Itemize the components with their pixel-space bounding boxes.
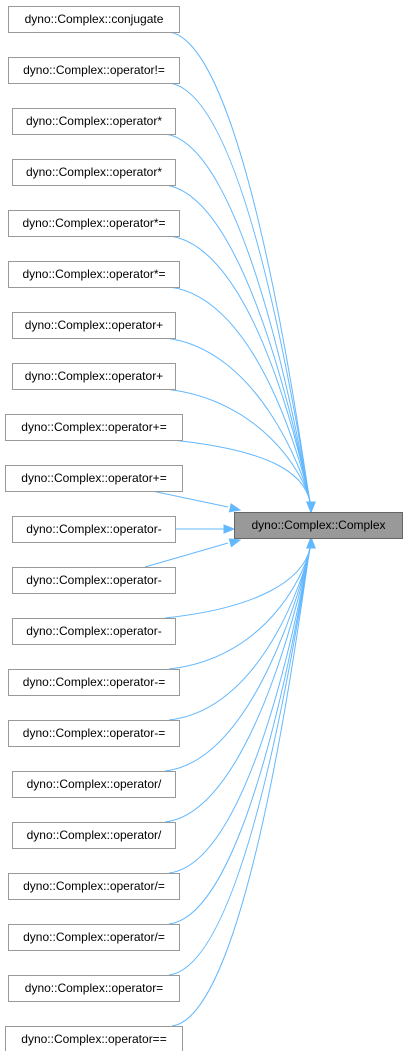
call-edge (168, 547, 311, 721)
node-label: dyno::Complex::operator- (26, 573, 161, 587)
call-edge (168, 547, 311, 925)
node-label: dyno::Complex::operator/ (27, 828, 162, 842)
caller-node[interactable]: dyno::Complex::operator+ (12, 312, 176, 339)
arrowhead (228, 503, 242, 513)
caller-node[interactable]: dyno::Complex::operator/= (8, 873, 180, 900)
caller-node[interactable]: dyno::Complex::operator/= (8, 924, 180, 951)
node-box (8, 210, 180, 237)
caller-node[interactable]: dyno::Complex::operator*= (8, 210, 180, 237)
node-box (12, 312, 176, 339)
node-box (8, 261, 180, 288)
call-edge (168, 31, 311, 503)
call-edge (168, 547, 311, 874)
call-edge (144, 542, 229, 568)
caller-node[interactable]: dyno::Complex::operator== (5, 1026, 183, 1051)
call-edge (164, 337, 311, 503)
node-box (5, 465, 183, 492)
node-label: dyno::Complex::operator+= (21, 471, 166, 485)
caller-node[interactable]: dyno::Complex::operator* (12, 108, 176, 135)
call-edge (171, 547, 311, 1027)
call-edge (164, 184, 311, 503)
node-box (12, 108, 176, 135)
call-edge (168, 547, 311, 670)
node-label: dyno::Complex::operator!= (23, 63, 165, 77)
node-box (8, 57, 180, 84)
call-edge (168, 82, 311, 503)
caller-node[interactable]: dyno::Complex::operator- (12, 516, 176, 543)
node-box (12, 822, 176, 849)
call-edge (168, 286, 311, 503)
target-node[interactable]: dyno::Complex::Complex (234, 512, 403, 539)
target-label: dyno::Complex::Complex (251, 518, 385, 532)
node-label: dyno::Complex::operator/= (23, 879, 165, 893)
node-label: dyno::Complex::operator* (26, 165, 162, 179)
node-label: dyno::Complex::operator*= (22, 267, 165, 281)
target-box (234, 512, 403, 539)
node-box (5, 414, 183, 441)
node-box (8, 669, 180, 696)
node-label: dyno::Complex::operator== (21, 1032, 166, 1046)
arrowhead (306, 536, 316, 549)
call-edge (164, 547, 311, 772)
node-box (12, 567, 176, 594)
caller-node[interactable]: dyno::Complex::operator- (12, 567, 176, 594)
node-label: dyno::Complex::conjugate (25, 12, 164, 26)
node-box (12, 159, 176, 186)
caller-node[interactable]: dyno::Complex::operator/ (12, 822, 176, 849)
call-edge (171, 439, 311, 503)
arrowhead (228, 538, 242, 548)
call-edge (164, 547, 311, 619)
node-label: dyno::Complex::operator-= (23, 726, 165, 740)
caller-node[interactable]: dyno::Complex::operator+ (12, 363, 176, 390)
call-edge (168, 547, 311, 976)
node-label: dyno::Complex::operator= (25, 981, 163, 995)
call-edge (164, 388, 311, 503)
call-edge (164, 133, 311, 503)
caller-node[interactable]: dyno::Complex::operator* (12, 159, 176, 186)
node-label: dyno::Complex::operator/ (27, 777, 162, 791)
node-box (5, 1026, 183, 1051)
node-box (8, 720, 180, 747)
node-label: dyno::Complex::operator+= (21, 420, 166, 434)
node-box (8, 975, 180, 1002)
node-label: dyno::Complex::operator+ (25, 369, 163, 383)
call-edge (151, 490, 229, 508)
caller-node[interactable]: dyno::Complex::operator+= (5, 465, 183, 492)
node-label: dyno::Complex::operator/= (23, 930, 165, 944)
arrowhead (306, 501, 316, 514)
node-label: dyno::Complex::operator+ (25, 318, 163, 332)
node-label: dyno::Complex::operator* (26, 114, 162, 128)
node-box (8, 6, 180, 33)
caller-node[interactable]: dyno::Complex::operator!= (8, 57, 180, 84)
caller-node[interactable]: dyno::Complex::operator-= (8, 720, 180, 747)
node-box (12, 618, 176, 645)
caller-node[interactable]: dyno::Complex::operator+= (5, 414, 183, 441)
node-label: dyno::Complex::operator*= (22, 216, 165, 230)
arrowhead (223, 524, 236, 534)
node-label: dyno::Complex::operator- (26, 624, 161, 638)
caller-node[interactable]: dyno::Complex::conjugate (8, 6, 180, 33)
caller-node[interactable]: dyno::Complex::operator*= (8, 261, 180, 288)
node-label: dyno::Complex::operator- (26, 522, 161, 536)
node-box (12, 771, 176, 798)
caller-node[interactable]: dyno::Complex::operator- (12, 618, 176, 645)
call-edge (164, 547, 311, 823)
node-label: dyno::Complex::operator-= (23, 675, 165, 689)
node-box (12, 363, 176, 390)
node-box (8, 924, 180, 951)
node-box (8, 873, 180, 900)
caller-node[interactable]: dyno::Complex::operator/ (12, 771, 176, 798)
node-box (12, 516, 176, 543)
caller-node[interactable]: dyno::Complex::operator= (8, 975, 180, 1002)
caller-node[interactable]: dyno::Complex::operator-= (8, 669, 180, 696)
edges (144, 31, 316, 1027)
